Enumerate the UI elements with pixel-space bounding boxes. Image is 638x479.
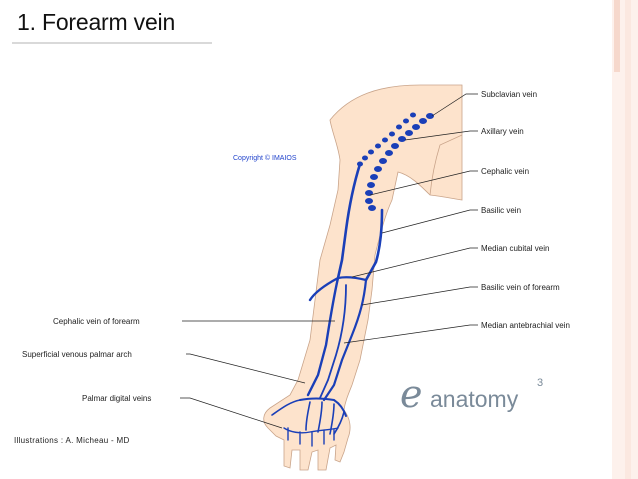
label-median-antebrachial-vein: Median antebrachial vein — [481, 321, 570, 330]
label-axillary-vein: Axillary vein — [481, 127, 524, 136]
hand-veins-path — [271, 399, 345, 435]
cephalic-forearm-path — [306, 276, 340, 397]
vein-network — [271, 162, 384, 447]
median-antebrachial-path — [319, 284, 347, 399]
axillary-vein-dots — [357, 112, 434, 211]
cephalic-vein-path — [336, 162, 362, 280]
leader-lines-right — [343, 93, 478, 344]
label-cephalic-vein: Cephalic vein — [481, 167, 530, 176]
copyright-text: Copyright © IMAIOS — [233, 155, 297, 162]
label-cephalic-vein-of-forearm: Cephalic vein of forearm — [53, 317, 140, 326]
e-anatomy-logo: e anatomy 3 — [400, 372, 550, 416]
side-strip-bar — [614, 0, 620, 72]
basilic-vein-path — [364, 208, 384, 282]
illustration-credit: Illustrations : A. Micheau - MD — [14, 436, 130, 445]
label-median-cubital-vein: Median cubital vein — [481, 244, 550, 253]
logo-e-glyph: e — [400, 372, 423, 416]
digital-veins-path — [283, 427, 339, 447]
label-palmar-digital-veins: Palmar digital veins — [82, 394, 152, 403]
median-cubital-path — [336, 276, 368, 282]
leader-lines-left — [180, 320, 335, 429]
label-basilic-vein: Basilic vein — [481, 206, 522, 215]
title-underline — [12, 42, 212, 44]
shoulder-region — [263, 84, 463, 471]
logo-superscript: 3 — [537, 377, 544, 389]
label-basilic-vein-of-forearm: Basilic vein of forearm — [481, 283, 560, 292]
slide-title: 1. Forearm vein — [17, 9, 176, 35]
decorative-side-strip — [612, 0, 638, 479]
label-subclavian-vein: Subclavian vein — [481, 90, 538, 99]
logo-brand-text: anatomy — [430, 386, 519, 412]
side-strip-bar — [625, 0, 631, 479]
torso-edge — [429, 134, 463, 196]
label-superficial-venous-palmar-arch: Superficial venous palmar arch — [22, 350, 132, 359]
basilic-forearm-path — [322, 278, 368, 402]
palmar-arch-path — [299, 397, 347, 417]
